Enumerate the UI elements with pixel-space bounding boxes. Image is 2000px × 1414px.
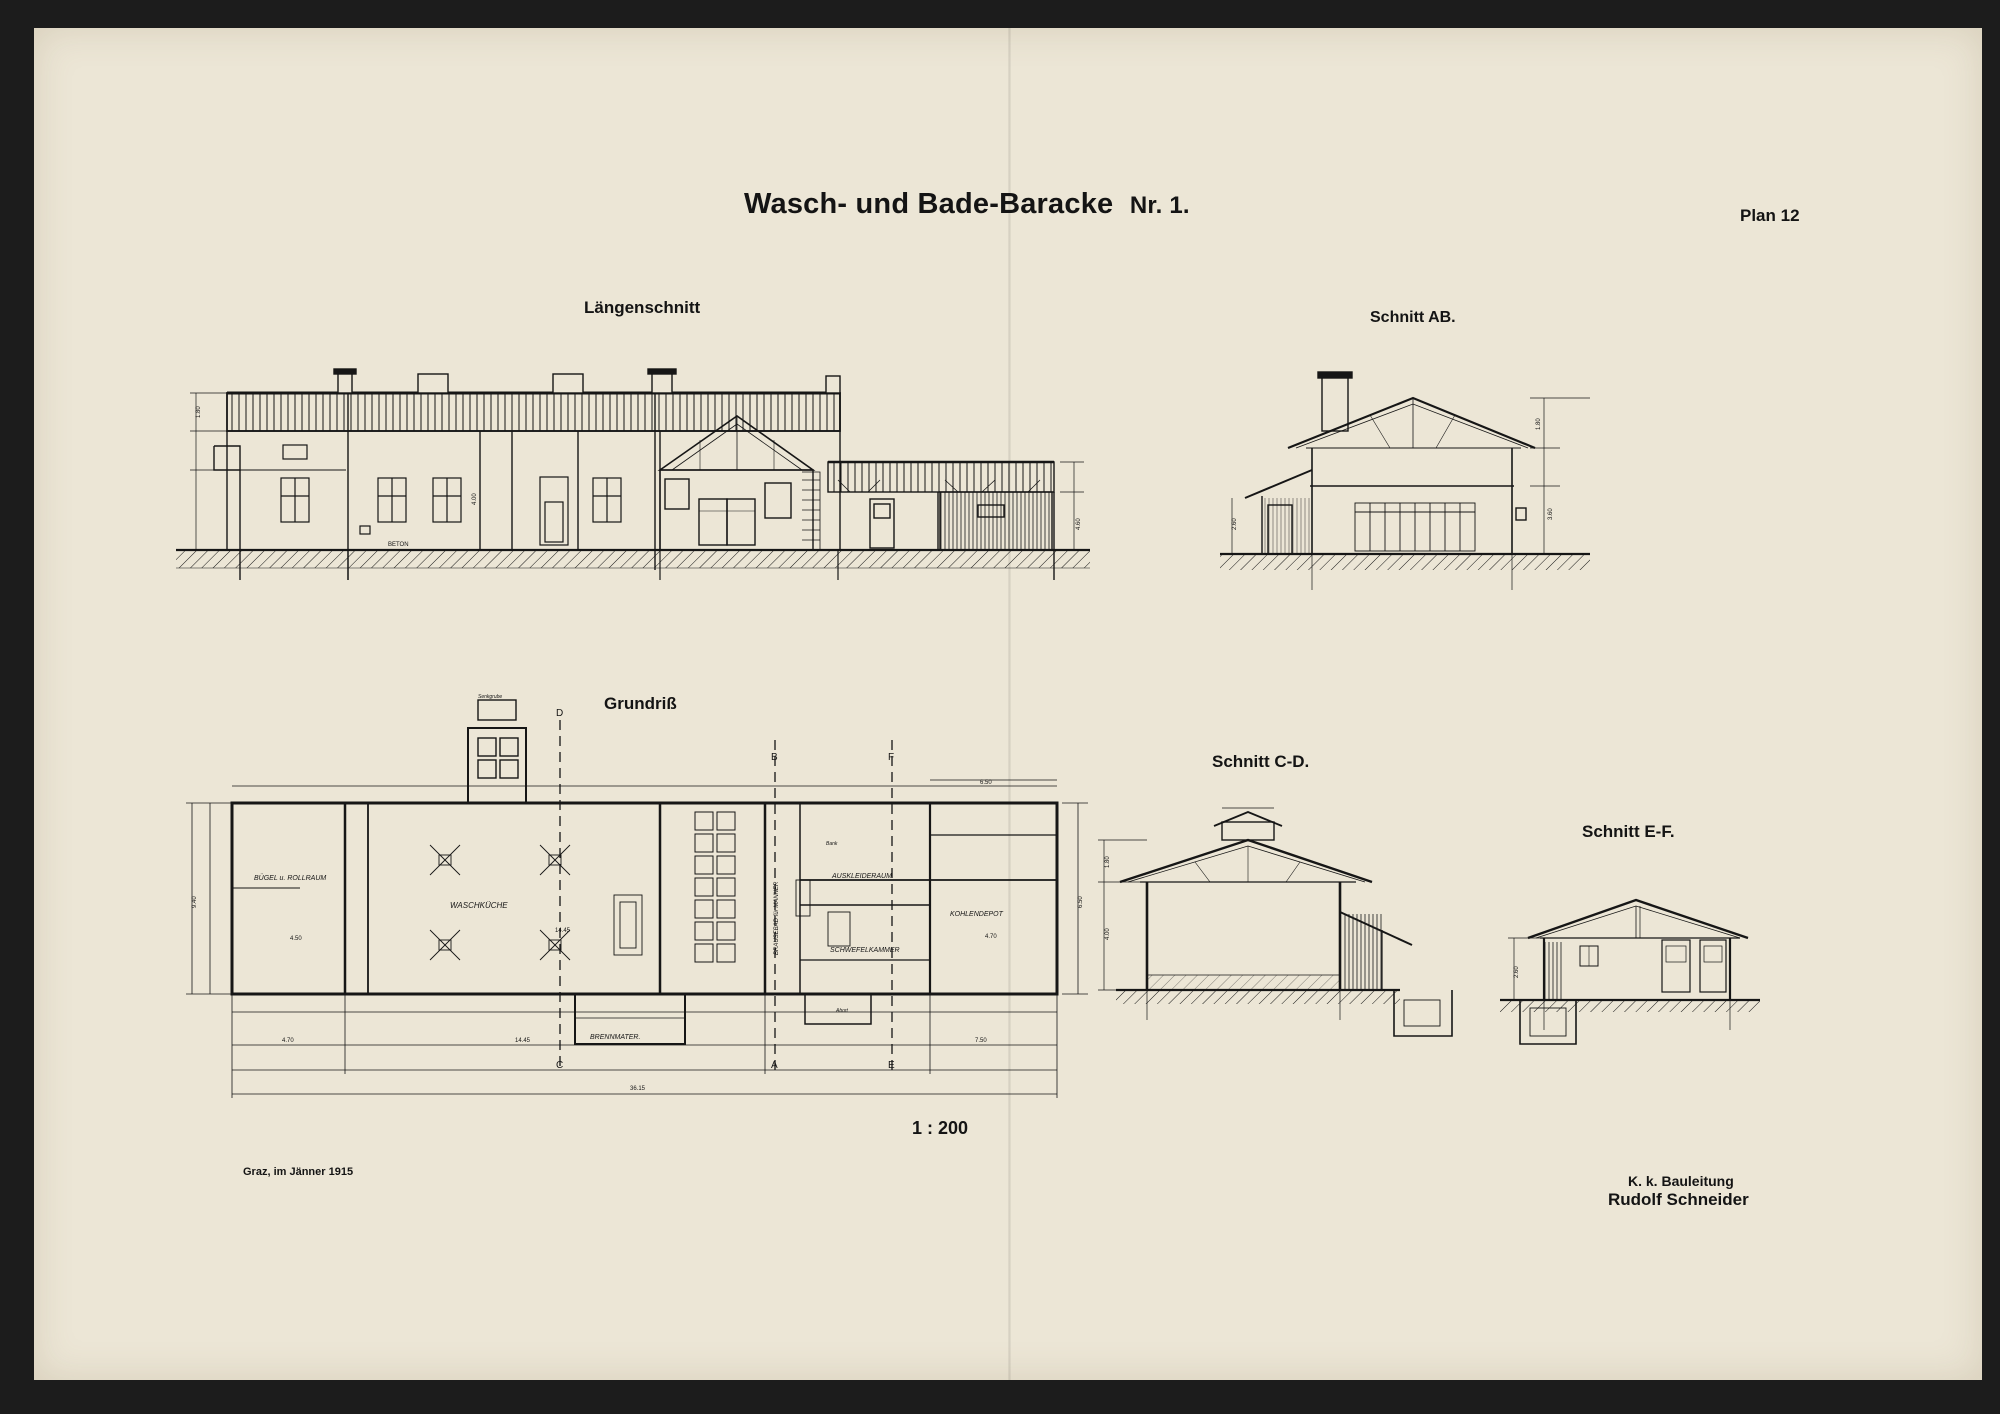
view-label-floor-plan: Grundriß xyxy=(604,694,677,713)
section-mark-b: B xyxy=(771,752,778,763)
title-main: Wasch- und Bade-Baracke xyxy=(744,188,1114,220)
view-label-section-ef: Schnitt E-F. xyxy=(1582,822,1675,841)
dim-right-height: 6.50 xyxy=(1078,896,1084,908)
room-sulphur: SCHWEFELKAMMER xyxy=(830,947,900,954)
dim-ab-h1: 1.80 xyxy=(1536,418,1542,430)
dim-overall: 36.15 xyxy=(630,1086,646,1092)
authority-label: K. k. Bauleitung xyxy=(1628,1173,1734,1189)
room-fuel: BRENNMATER. xyxy=(590,1034,640,1041)
place-date: Graz, im Jänner 1915 xyxy=(243,1166,354,1178)
view-label-longitudinal-section: Längenschnitt xyxy=(584,298,701,317)
dim-elev-h2: 4.00 xyxy=(472,493,478,505)
section-mark-c: C xyxy=(556,1060,563,1071)
dim-ab-h4: 2.60 xyxy=(1232,518,1238,530)
dim-laundry-length: 14.45 xyxy=(555,928,571,934)
room-bench: Bank xyxy=(826,841,838,847)
section-mark-e: E xyxy=(888,1060,895,1071)
section-mark-a: A xyxy=(771,1060,778,1071)
room-undressing: AUSKLEIDERAUM xyxy=(831,873,892,880)
section-cd-drawing: 4.00 1.80 xyxy=(1098,807,1453,1037)
section-mark-f: F xyxy=(888,752,894,763)
room-cesspit: Senkgrube xyxy=(478,694,502,700)
dim-cd-h2: 4.00 xyxy=(1105,928,1111,940)
dim-elev-h5: 4.60 xyxy=(1076,518,1082,530)
title-number: Nr. 1. xyxy=(1129,192,1190,219)
scale-label: 1 : 200 xyxy=(912,1118,969,1138)
room-shower: BRAUSEBAD für MANNER xyxy=(774,881,780,955)
dim-left-height: 9.40 xyxy=(192,896,198,908)
section-ab-drawing: 2.60 1.80 3.60 xyxy=(1220,371,1590,590)
floor-plan-drawing: BÜGEL u. ROLLRAUM WASCHKÜCHE AUSKLEIDERA… xyxy=(186,694,1088,1098)
dim-right-sub: 4.70 xyxy=(985,934,997,940)
dim-ab-h3: 3.60 xyxy=(1548,508,1554,520)
dim-ef-h4: 2.60 xyxy=(1514,966,1520,978)
room-laundry: WASCHKÜCHE xyxy=(450,901,508,910)
section-ef-drawing: 2.60 xyxy=(1500,898,1760,1045)
section-mark-d: D xyxy=(556,708,563,719)
dim-middle-block: 14.45 xyxy=(515,1038,531,1044)
room-toilet: Abort xyxy=(835,1008,849,1014)
view-label-section-cd: Schnitt C-D. xyxy=(1212,752,1310,771)
concrete-note: BETON xyxy=(388,542,409,548)
dim-cd-h1: 1.80 xyxy=(1105,856,1111,868)
sheet-fold xyxy=(1008,28,1011,1380)
plan-number: Plan 12 xyxy=(1740,206,1800,225)
dim-right-top: 6.50 xyxy=(980,780,992,786)
dim-laundry-width: 4.50 xyxy=(290,936,302,942)
room-coal: KOHLENDEPOT xyxy=(950,911,1004,918)
view-label-section-ab: Schnitt AB. xyxy=(1370,309,1456,326)
dim-elev-h1: 1.80 xyxy=(196,406,202,418)
dim-left-block: 4.70 xyxy=(282,1038,294,1044)
room-ironing: BÜGEL u. ROLLRAUM xyxy=(254,874,326,882)
longitudinal-section-drawing: 1.80 4.00 4.60 BETON xyxy=(176,368,1090,580)
dim-right-block: 7.50 xyxy=(975,1038,987,1044)
drawing-sheet xyxy=(34,28,1982,1380)
drawing-title: Wasch- und Bade-Baracke Nr. 1. xyxy=(744,188,1190,221)
signatory-name: Rudolf Schneider xyxy=(1608,1190,1749,1209)
